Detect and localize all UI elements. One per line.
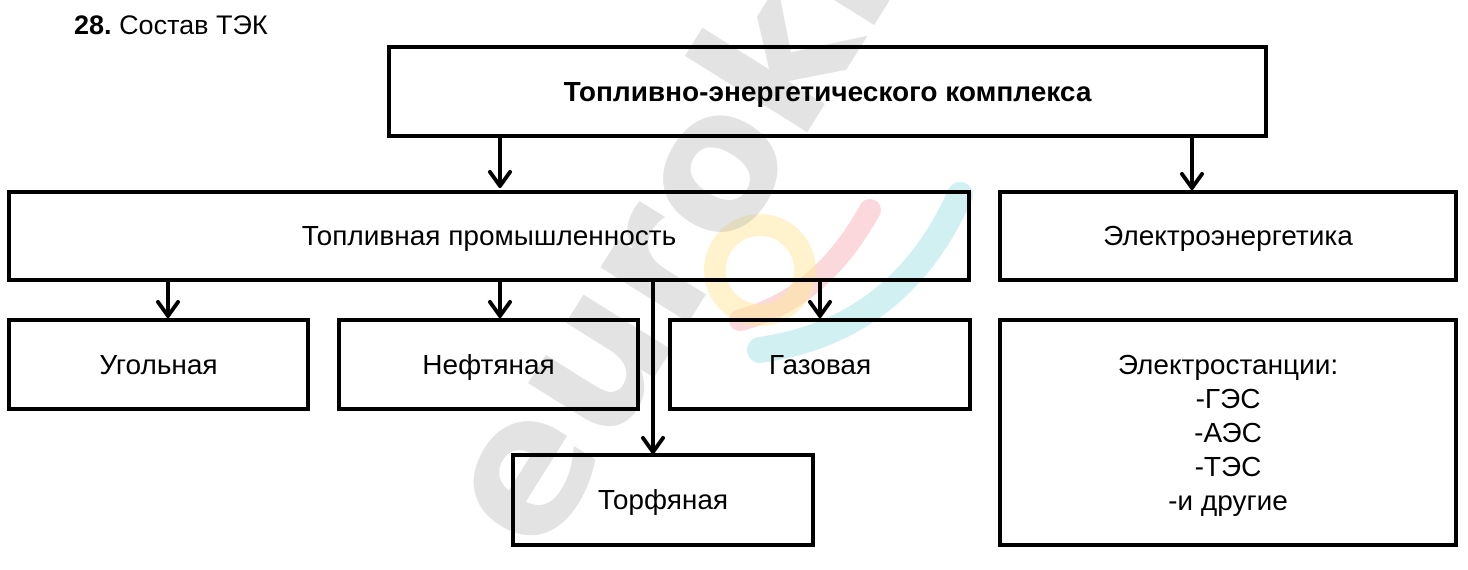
- title-number: 28.: [74, 10, 112, 40]
- arrowhead-fuel-peat: [641, 436, 665, 454]
- fuel-industry-box: Топливная промышленность: [7, 190, 971, 282]
- arrowhead-fuel-gas: [808, 300, 832, 318]
- arrowhead-fuel-oil: [488, 300, 512, 318]
- title-text: Состав ТЭК: [119, 10, 268, 40]
- power-station-item: -ТЭС: [1194, 450, 1262, 482]
- arrowhead-fuel-coal: [156, 300, 180, 318]
- power-station-item: -ГЭС: [1195, 382, 1261, 414]
- power-station-item: -АЭС: [1194, 416, 1262, 448]
- peat-label: Торфяная: [597, 484, 729, 515]
- gas-label: Газовая: [768, 348, 872, 380]
- coal-box: Угольная: [7, 318, 310, 411]
- power-stations-heading: Электростанции:: [1117, 348, 1339, 380]
- arrowhead-root-fuel: [488, 170, 512, 188]
- power-station-item: -и другие: [1168, 484, 1288, 516]
- arrowhead-root-electro: [1180, 172, 1204, 190]
- power-stations-box: Электростанции: -ГЭС -АЭС -ТЭС -и другие: [998, 318, 1458, 547]
- root-box: Топливно-энергетического комплекса: [387, 45, 1268, 138]
- oil-label: Нефтяная: [422, 348, 555, 380]
- peat-box: Торфяная: [511, 453, 815, 547]
- electro-label: Электроэнергетика: [1103, 220, 1353, 251]
- fuel-industry-label: Топливная промышленность: [301, 220, 677, 251]
- electro-box: Электроэнергетика: [998, 190, 1458, 282]
- gas-box: Газовая: [668, 318, 972, 411]
- coal-label: Угольная: [99, 348, 218, 380]
- oil-box: Нефтяная: [337, 318, 640, 411]
- root-label: Топливно-энергетического комплекса: [563, 75, 1092, 107]
- page-title: 28. Состав ТЭК: [74, 8, 268, 42]
